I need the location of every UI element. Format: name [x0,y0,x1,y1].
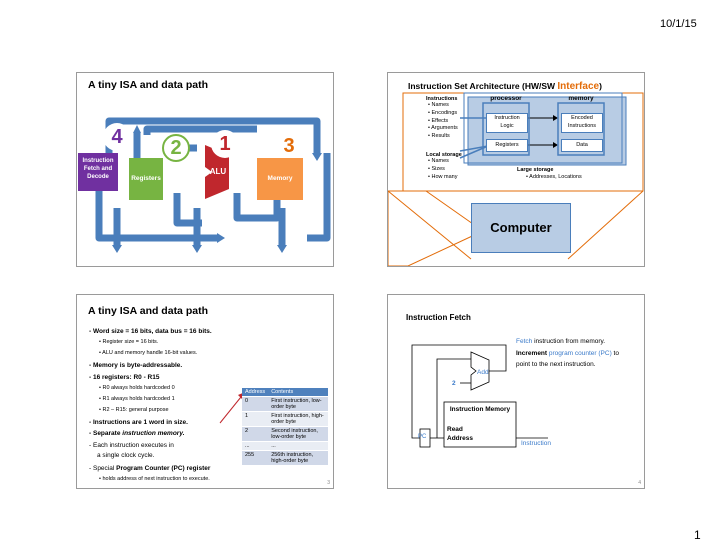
step-number-1: 1 [211,130,239,158]
step-number-4: 4 [103,123,131,151]
bullet-registers: - 16 registers: R0 - R15 [89,374,160,381]
fetch-diagram [411,344,548,448]
sub-bullet: • holds address of next instruction to e… [99,476,210,482]
title-end: ) [599,81,602,91]
slide-1: A tiny ISA and data path [76,72,334,267]
header-date: 10/1/15 [660,18,697,30]
fetch-decode-label: Instruction Fetch and Decode [82,158,114,180]
fetch-decode-block: Instruction Fetch and Decode [78,153,118,191]
slide-3: A tiny ISA and data path - Word size = 1… [76,294,334,489]
slide-number: 3 [327,480,330,486]
table-header: Contents [268,388,328,397]
bullet-clock-cycle: - Each instruction executes in [89,442,174,449]
slide-2: Instruction Set Architecture (HW/SW Inte… [387,72,645,267]
sub-bullet: • Register size = 16 bits. [99,339,159,345]
instr-item: • Effects [428,117,449,124]
computer-box: Computer [471,203,571,253]
encoded-instructions-box: Encoded Instructions [561,113,603,133]
bullet-pc: - Special Program Counter (PC) register [89,465,211,472]
slide-title: Instruction Set Architecture (HW/SW Inte… [408,81,602,92]
increment-line-2: point to the next instruction. [516,361,596,368]
read-address-label: Read Address [447,426,474,442]
table-row: ...... [242,441,328,451]
data-box: Data [561,139,603,152]
pc-label: PC [418,434,427,440]
large-storage-item: • Addresses, Locations [526,174,582,180]
registers-label: Registers [131,175,161,182]
instruction-output-label: Instruction [521,440,551,447]
step-number-2: 2 [162,134,190,162]
large-storage-heading: Large storage [517,167,554,173]
registers-box: Registers [486,139,528,152]
slide-4: Instruction Fetch Fetch instruction from… [387,294,645,489]
sub-bullet: • R0 always holds hardcoded 0 [99,385,175,391]
title-text: Instruction Set Architecture (HW/SW [408,81,558,91]
page-number: 1 [694,528,701,542]
sub-bullet: • R1 always holds hardcoded 1 [99,396,175,402]
slide-number: 4 [638,480,641,486]
fetch-line: Fetch instruction from memory. [516,338,606,345]
local-item: • Names [428,158,449,164]
title-accent: Interface [557,81,600,92]
local-item: • How many [428,173,458,180]
step-number-3: 3 [275,132,303,160]
increment-line: Increment program counter (PC) to [516,350,619,357]
instr-item: • Names [428,102,449,108]
sub-bullet: • R2 – R15: general purpose [99,407,169,413]
instructions-list: • Names • Encodings • Effects • Argument… [428,102,458,141]
slide-title: Instruction Fetch [406,313,471,322]
processor-label: processor [490,95,522,102]
local-storage-heading: Local storage [426,152,462,158]
slide-title: A tiny ISA and data path [88,79,208,91]
instr-item: • Results [428,133,450,140]
add-label: Add [477,369,489,376]
instr-item: • Encodings [428,109,458,116]
local-item: • Sizes [428,165,445,172]
bullet-separate-memory: - Separate instruction memory. [89,430,185,437]
bullet-instr-size: - Instructions are 1 word in size. [89,419,188,426]
local-storage-list: • Names • Sizes • How many [428,158,457,181]
instructions-heading: Instructions [426,96,458,102]
constant-two: 2 [452,380,456,387]
table-header: Address [242,388,269,397]
bullet-clock-cycle-cont: a single clock cycle. [97,452,155,459]
bullet-word-size: - Word size = 16 bits, data bus = 16 bit… [89,328,212,335]
memory-block: Memory [257,158,303,200]
bullet-memory: - Memory is byte-addressable. [89,362,183,369]
registers-block: Registers [129,158,163,200]
alu-label: ALU [209,167,227,176]
computer-label: Computer [490,220,552,235]
memory-label: memory [568,95,594,102]
sub-bullet: • ALU and memory handle 16-bit values. [99,350,198,356]
datapath-diagram [95,117,331,253]
slide-title: A tiny ISA and data path [88,305,208,317]
alu-shape [205,145,229,199]
instruction-memory-title: Instruction Memory [449,406,511,413]
instr-item: • Arguments [428,125,458,132]
memory-label: Memory [267,175,293,182]
instruction-logic-box: Instruction Logic [486,113,528,133]
